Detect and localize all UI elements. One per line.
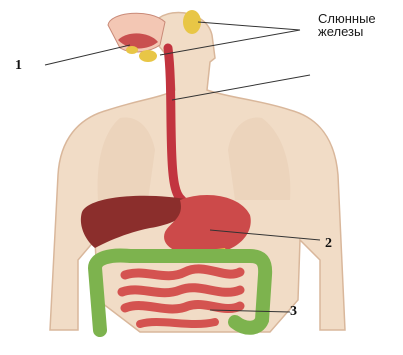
sublingual-gland — [126, 46, 138, 54]
submandibular-gland — [139, 50, 157, 62]
salivary-glands-label: Слюнные железы — [318, 12, 376, 38]
label-2: 2 — [325, 236, 332, 252]
leader-1 — [45, 45, 130, 65]
label-1: 1 — [15, 58, 22, 74]
label-3: 3 — [290, 304, 297, 320]
leader-gland-2 — [198, 22, 300, 30]
